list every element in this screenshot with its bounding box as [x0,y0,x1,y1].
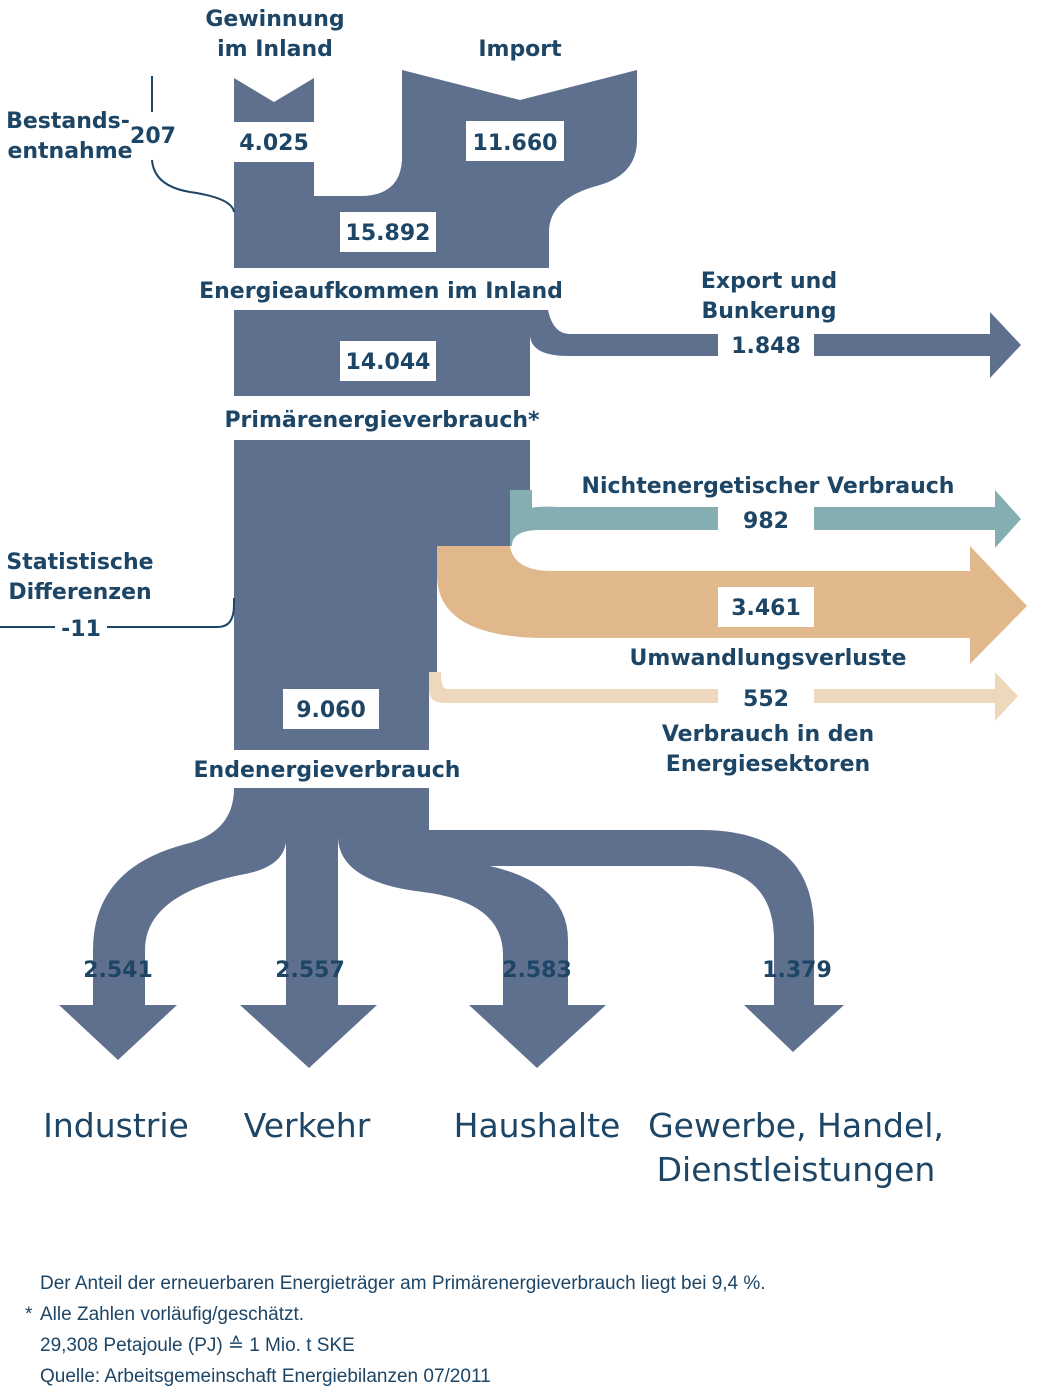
footnote-source: Quelle: Arbeitsgemeinschaft Energiebilan… [40,1366,491,1387]
value-endenergie: 9.060 [296,698,366,723]
value-box-primaer [340,341,436,381]
sector-value-gewerbe: 1.379 [762,958,832,983]
value-export: 1.848 [731,334,801,359]
sector-name-gewerbe-line1: Gewerbe, Handel, [648,1106,944,1145]
footnote-star: * [25,1304,33,1325]
value-aufkommen: 15.892 [346,221,431,246]
value-energiesektoren: 552 [743,687,789,712]
label-nichtenergetisch: Nichtenergetischer Verbrauch [582,474,955,499]
footnote-preliminary-text: Alle Zahlen vorläufig/geschätzt. [40,1304,305,1325]
value-statistisch: -11 [61,617,101,642]
footnote-renewables: Der Anteil der erneuerbaren Energieträge… [40,1273,766,1294]
label-export-line2: Bunkerung [702,299,837,324]
value-box-energiesektoren [718,678,814,718]
label-bestand-line1: Bestands- [6,109,130,134]
sector-name-haushalte: Haushalte [454,1106,621,1145]
value-bestand: 207 [130,124,176,149]
flow-gewerbe [429,830,844,1052]
label-statistisch-line1: Statistische [6,550,153,575]
value-box-export [718,325,814,365]
footnotes: Der Anteil der erneuerbaren Energieträge… [25,1268,1000,1392]
value-box-umwandlung [718,587,814,627]
connector-statistische-differenzen [0,598,235,628]
value-gewinnung: 4.025 [239,131,309,156]
flow-haushalte [338,788,606,1068]
flow-verkehr [240,788,377,1068]
value-box-import [466,121,564,161]
value-umwandlung: 3.461 [731,596,801,621]
sector-value-industrie: 2.541 [83,958,153,983]
flow-primaer-column [234,440,530,750]
connector-bestandsentnahme [151,76,235,213]
sector-value-verkehr: 2.557 [275,958,345,983]
label-export-line1: Export und [701,269,837,294]
value-box-gewinnung [232,122,316,162]
label-import: Import [478,37,562,62]
footnote-preliminary: * Alle Zahlen vorläufig/geschätzt. [25,1299,1000,1330]
label-primaer: Primärenergieverbrauch* [224,408,540,433]
sector-name-gewerbe-line2: Dienstleistungen [657,1150,936,1189]
flow-import-notch [402,70,637,100]
value-primaer: 14.044 [346,350,431,375]
sector-name-verkehr: Verkehr [244,1106,371,1145]
value-import: 11.660 [473,131,558,156]
label-energiesektoren-line2: Energiesektoren [666,752,870,777]
sector-name-industrie: Industrie [43,1106,189,1145]
label-aufkommen: Energieaufkommen im Inland [199,279,563,304]
value-box-aufkommen [340,212,436,252]
value-nichtenergetisch: 982 [743,509,789,534]
value-box-nichtenergetisch [718,500,814,540]
label-energiesektoren-line1: Verbrauch in den [662,722,874,747]
label-gewinnung-line2: im Inland [217,37,333,62]
label-bestand-line2: entnahme [7,139,132,164]
flow-industrie [59,788,286,1060]
footnote-conversion: 29,308 Petajoule (PJ) ≙ 1 Mio. t SKE [40,1335,355,1356]
label-endenergie: Endenergieverbrauch [194,758,461,783]
label-statistisch-line2: Differenzen [8,580,151,605]
sector-value-haushalte: 2.583 [502,958,572,983]
label-gewinnung-line1: Gewinnung [205,7,344,32]
flow-aufkommen-block [234,70,637,268]
value-box-endenergie [283,689,379,729]
label-umwandlung: Umwandlungsverluste [630,646,907,671]
